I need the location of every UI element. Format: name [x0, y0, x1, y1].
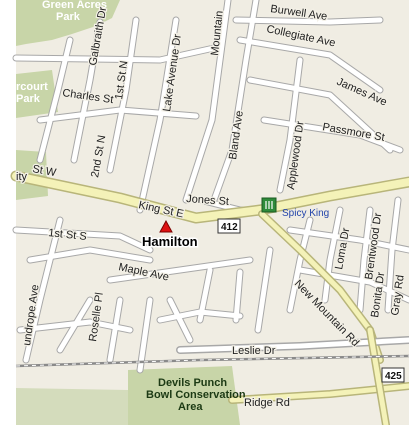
street-fill-group: [13, 0, 409, 373]
triangle-marker-icon[interactable]: [159, 219, 173, 233]
street-label-ridge: Ridge Rd: [244, 397, 290, 409]
route-shield-425: 425: [381, 367, 405, 383]
street-label-jones: Jones St: [186, 193, 230, 208]
park-escarpment: [16, 388, 128, 425]
fork-knife-icon[interactable]: [261, 197, 277, 213]
street-label-1st-st-s: 1st St S: [48, 227, 88, 243]
park-green-acres: [16, 0, 120, 46]
city-label-hamilton[interactable]: Hamilton: [141, 233, 200, 251]
railway: [15, 354, 409, 368]
street-label-king-w: St W: [31, 163, 57, 179]
route-shield-412-label: 412: [221, 222, 238, 233]
route-shield-425-label: 425: [385, 371, 402, 382]
park-label-harcourt-2: Park: [16, 93, 41, 105]
park-label-green-acres-2: Park: [56, 11, 81, 23]
route-shield-412: 412: [217, 218, 241, 234]
street-label-city-prefix: ity: [16, 171, 28, 183]
park-label-devils-punch-1: Devils Punch: [158, 377, 227, 389]
park-label-devils-punch-2: Bowl Conservation: [146, 389, 246, 401]
street-label-leslie: Leslie Dr: [232, 345, 276, 357]
park-label-green-acres-1: Green Acres: [42, 0, 107, 11]
park-harcourt: [16, 70, 58, 118]
park-label-harcourt-1: rcourt: [16, 81, 48, 93]
poi-label-spicy-king[interactable]: Spicy King: [282, 208, 329, 219]
park-label-devils-punch-3: Area: [178, 401, 203, 413]
main-road-group: [10, 170, 409, 425]
park-devils-punch-bowl: [128, 366, 240, 425]
